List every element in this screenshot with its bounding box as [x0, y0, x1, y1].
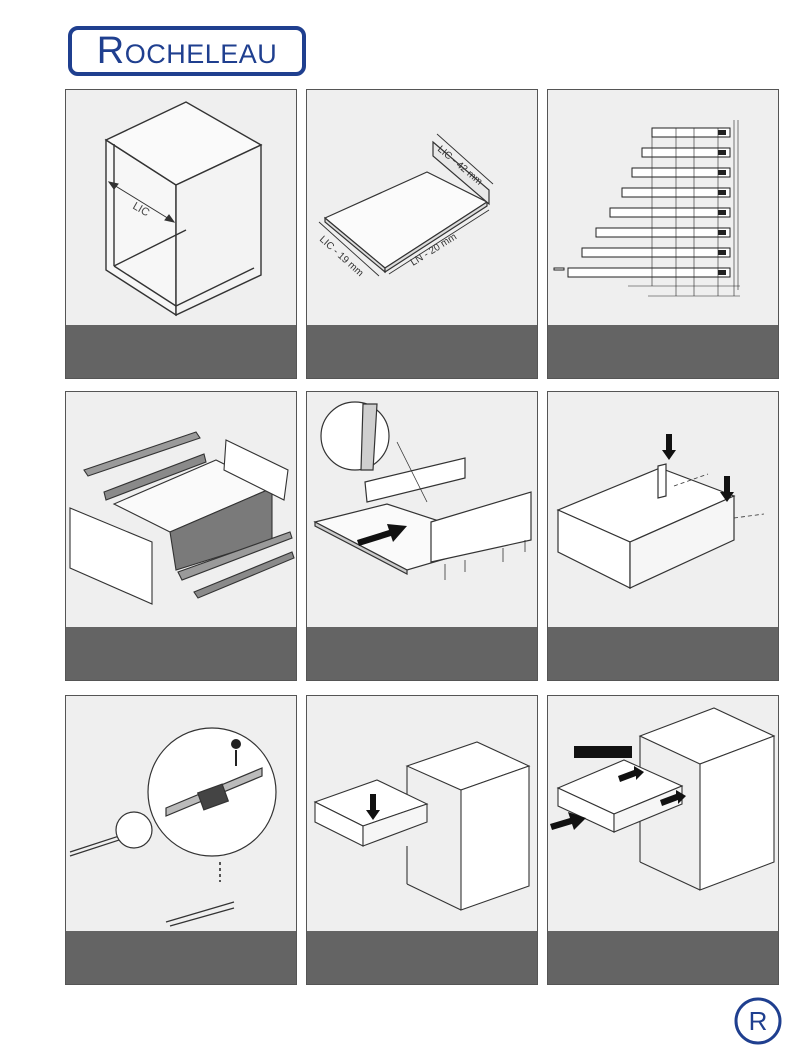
step-1-panel: LIC [65, 89, 297, 379]
step-6-panel [547, 391, 779, 681]
bottom-insert-illustration [307, 392, 537, 628]
drawer-parts-exploded-illustration [66, 392, 296, 628]
step-3-caption [548, 325, 778, 378]
step-5-caption [307, 627, 537, 680]
black-label-bar [574, 746, 632, 758]
drawer-push-in-illustration [548, 696, 778, 932]
slide-mount-detail-illustration [66, 696, 296, 932]
step-4-caption [66, 627, 296, 680]
step-9-panel [547, 695, 779, 985]
footer-mark-letter: R [749, 1006, 768, 1036]
step-7-panel [65, 695, 297, 985]
cabinet-measure-illustration: LIC [66, 90, 296, 326]
drawer-into-cabinet-illustration [307, 696, 537, 932]
step-3-panel [547, 89, 779, 379]
logo-initial: R [97, 32, 125, 70]
step-8-panel [306, 695, 538, 985]
logo-wordmark: OCHELEAU [125, 41, 278, 68]
step-4-panel [65, 391, 297, 681]
step-8-caption [307, 931, 537, 984]
step-2-caption [307, 325, 537, 378]
step-9-caption [548, 931, 778, 984]
step-1-caption [66, 325, 296, 378]
drawer-sizes-chart-illustration [548, 90, 778, 326]
drawer-back-assembly-illustration [548, 392, 778, 628]
step-6-caption [548, 627, 778, 680]
step-7-caption [66, 931, 296, 984]
step-2-panel: LIC - 42 mm LIC - 19 mm LN - 20 mm [306, 89, 538, 379]
rocheleau-logo: R OCHELEAU [68, 26, 306, 76]
drawer-bottom-illustration: LIC - 42 mm LIC - 19 mm LN - 20 mm [307, 90, 537, 326]
step-5-panel [306, 391, 538, 681]
rocheleau-r-mark: R [733, 996, 783, 1046]
